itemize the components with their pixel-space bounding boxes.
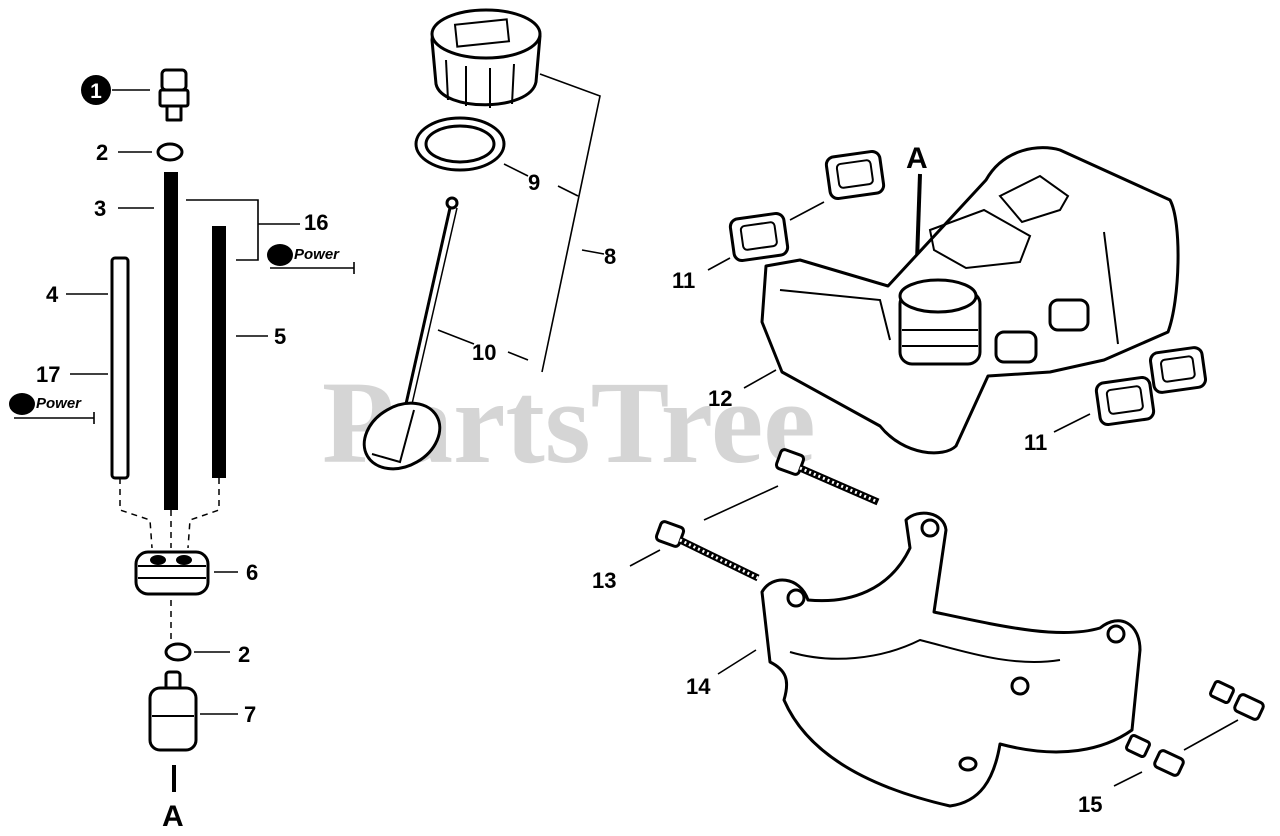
svg-text:Power: Power — [294, 246, 340, 263]
repower-badge-upper: Re Power — [267, 244, 355, 274]
part-6-grommet[interactable] — [134, 550, 210, 596]
part-13-bolt-lower[interactable] — [654, 520, 760, 582]
callout-14[interactable]: 14 — [686, 674, 711, 699]
callout-7[interactable]: 7 — [244, 702, 256, 727]
callout-15[interactable]: 15 — [1078, 792, 1102, 817]
part-4-tube[interactable] — [110, 256, 130, 480]
svg-text:Re: Re — [268, 247, 287, 264]
part-5-fuel-tube[interactable] — [212, 226, 226, 478]
part-12-fuel-tank[interactable] — [760, 146, 1180, 455]
part-7-fuel-filter[interactable] — [148, 670, 198, 752]
leader-lines-right — [629, 201, 1239, 787]
part-15-screw-lower[interactable] — [1125, 734, 1185, 777]
callout-12[interactable]: 12 — [708, 386, 732, 411]
callout-13[interactable]: 13 — [592, 568, 616, 593]
connector-label-a-bottom: A — [162, 800, 184, 833]
callout-2-lower[interactable]: 2 — [238, 642, 250, 667]
svg-text:Re: Re — [10, 396, 29, 413]
svg-text:Power: Power — [36, 395, 82, 412]
callout-8[interactable]: 8 — [604, 244, 616, 269]
part-9-cap-gasket[interactable] — [414, 116, 506, 172]
callout-10[interactable]: 10 — [472, 340, 496, 365]
connector-label-a-top: A — [906, 142, 928, 175]
callout-3[interactable]: 3 — [94, 196, 106, 221]
callout-5[interactable]: 5 — [274, 324, 286, 349]
part-2-o-ring-upper[interactable] — [156, 142, 184, 162]
part-11-grommet-lower-b[interactable] — [1149, 346, 1207, 394]
part-3-fuel-tube[interactable] — [164, 172, 178, 510]
part-14-tank-bracket[interactable] — [760, 511, 1142, 808]
callout-1-badge — [81, 75, 111, 105]
callout-4[interactable]: 4 — [46, 282, 59, 307]
part-13-bolt-upper[interactable] — [774, 448, 880, 506]
repower-badge-lower: Re Power — [9, 393, 95, 424]
part-15-screw-upper[interactable] — [1209, 680, 1265, 721]
part-11-grommet-lower-a[interactable] — [1094, 375, 1156, 427]
part-2-o-ring-lower[interactable] — [164, 642, 192, 662]
part-11-grommet-upper-a[interactable] — [824, 149, 886, 201]
callout-6[interactable]: 6 — [246, 560, 258, 585]
leader-lines-middle — [437, 73, 605, 373]
callout-11-upper[interactable]: 11 — [672, 268, 695, 293]
callout-9[interactable]: 9 — [528, 170, 540, 195]
part-11-grommet-upper-b[interactable] — [728, 211, 790, 263]
part-10-fuel-strainer[interactable] — [352, 196, 459, 482]
callout-16[interactable]: 16 — [304, 210, 328, 235]
guide-lines — [119, 478, 220, 640]
callout-11-lower[interactable]: 11 — [1024, 430, 1047, 455]
part-8-fuel-cap[interactable] — [430, 8, 542, 108]
leader-lines-left — [66, 89, 300, 715]
callout-1[interactable]: 1 — [90, 80, 102, 103]
callout-17[interactable]: 17 — [36, 362, 60, 387]
callout-2-upper[interactable]: 2 — [96, 140, 108, 165]
part-1-fitting[interactable] — [158, 68, 190, 122]
